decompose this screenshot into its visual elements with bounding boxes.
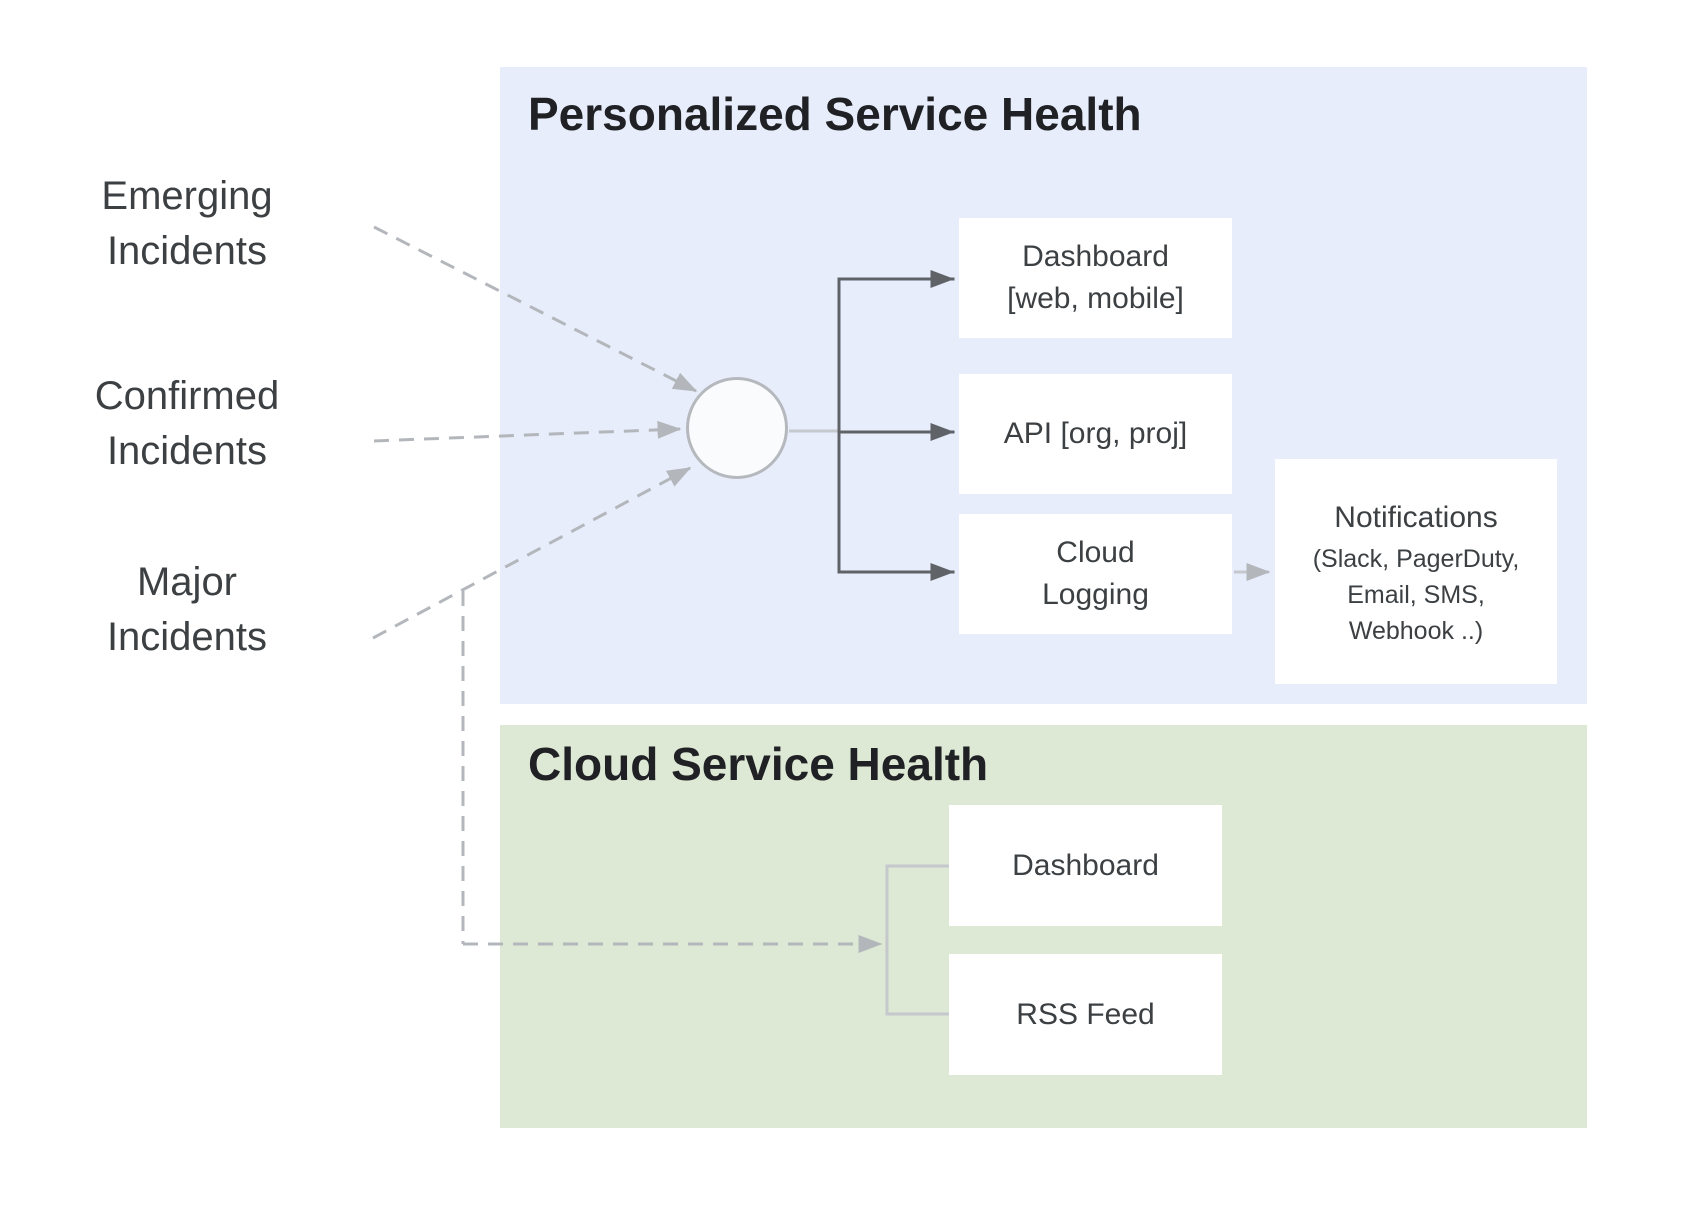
node-cloud-logging: Cloud Logging	[959, 514, 1232, 634]
node-public-dashboard: Dashboard	[949, 805, 1222, 926]
cloud-panel-title: Cloud Service Health	[528, 738, 989, 790]
hub-node	[686, 377, 788, 479]
edge-bracket-green-boxes	[885, 864, 949, 1016]
node-notifications: Notifications (Slack, PagerDuty, Email, …	[1275, 459, 1557, 684]
node-api-org-proj: API [org, proj]	[959, 374, 1232, 494]
edge-confirmed-to-hub	[373, 420, 682, 443]
label-confirmed-incidents: Confirmed Incidents	[94, 374, 280, 473]
edge-emerging-to-hub	[373, 225, 698, 393]
notifications-title: Notifications	[1334, 500, 1498, 534]
edge-major-to-hub	[372, 466, 692, 640]
node-dashboard-web-mobile: Dashboard [web, mobile]	[959, 218, 1232, 338]
personalized-panel-title: Personalized Service Health	[528, 88, 1142, 140]
notifications-channels: (Slack, PagerDuty, Email, SMS, Webhook .…	[1312, 544, 1520, 645]
label-major-incidents: Major Incidents	[106, 560, 268, 659]
node-rss-feed: RSS Feed	[949, 954, 1222, 1075]
label-emerging-incidents: Emerging Incidents	[101, 174, 273, 273]
